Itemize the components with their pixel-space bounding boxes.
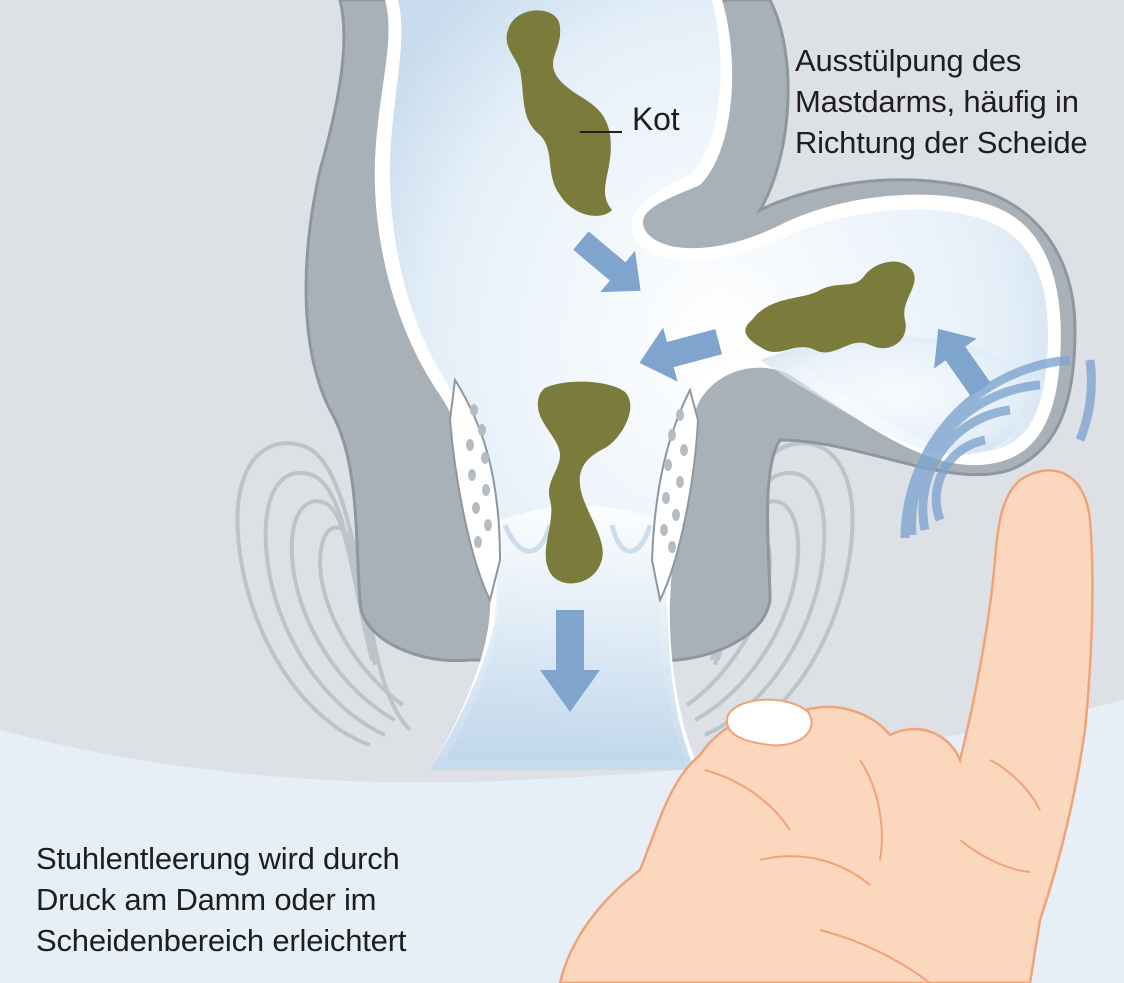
label-defecation-help: Stuhlentleerung wird durch Druck am Damm… xyxy=(36,838,406,961)
fat-tissue-right xyxy=(650,387,700,604)
stool-upper xyxy=(506,10,612,216)
label-prolapse-line-3: Richtung der Scheide xyxy=(795,125,1088,160)
stool-lower xyxy=(537,381,631,584)
stool-pouch xyxy=(745,261,915,353)
hand xyxy=(558,469,1094,983)
label-kot: Kot xyxy=(632,99,680,140)
sphincter-muscle-left xyxy=(235,441,412,747)
hand-creases xyxy=(704,759,1041,983)
arrow-down-right xyxy=(573,231,641,293)
label-rectal-prolapse: Ausstülpung des Mastdarms, häufig in Ric… xyxy=(795,40,1088,163)
fingernail xyxy=(726,698,813,747)
label-defecation-line-2: Druck am Damm oder im xyxy=(36,882,377,917)
arrow-up-left xyxy=(934,328,991,397)
arrow-left xyxy=(639,327,723,382)
label-defecation-line-3: Scheidenbereich erleichtert xyxy=(36,923,407,958)
label-prolapse-line-1: Ausstülpung des xyxy=(795,43,1022,78)
label-defecation-line-1: Stuhlentleerung wird durch xyxy=(36,841,400,876)
arrow-icon xyxy=(540,231,991,712)
label-prolapse-line-2: Mastdarms, häufig in xyxy=(795,84,1079,119)
label-kot-text: Kot xyxy=(632,101,680,137)
arrow-down xyxy=(540,610,600,712)
fat-tissue-left xyxy=(448,377,502,603)
hand-illustration xyxy=(558,469,1094,983)
pressure-waves-icon xyxy=(900,355,1096,539)
